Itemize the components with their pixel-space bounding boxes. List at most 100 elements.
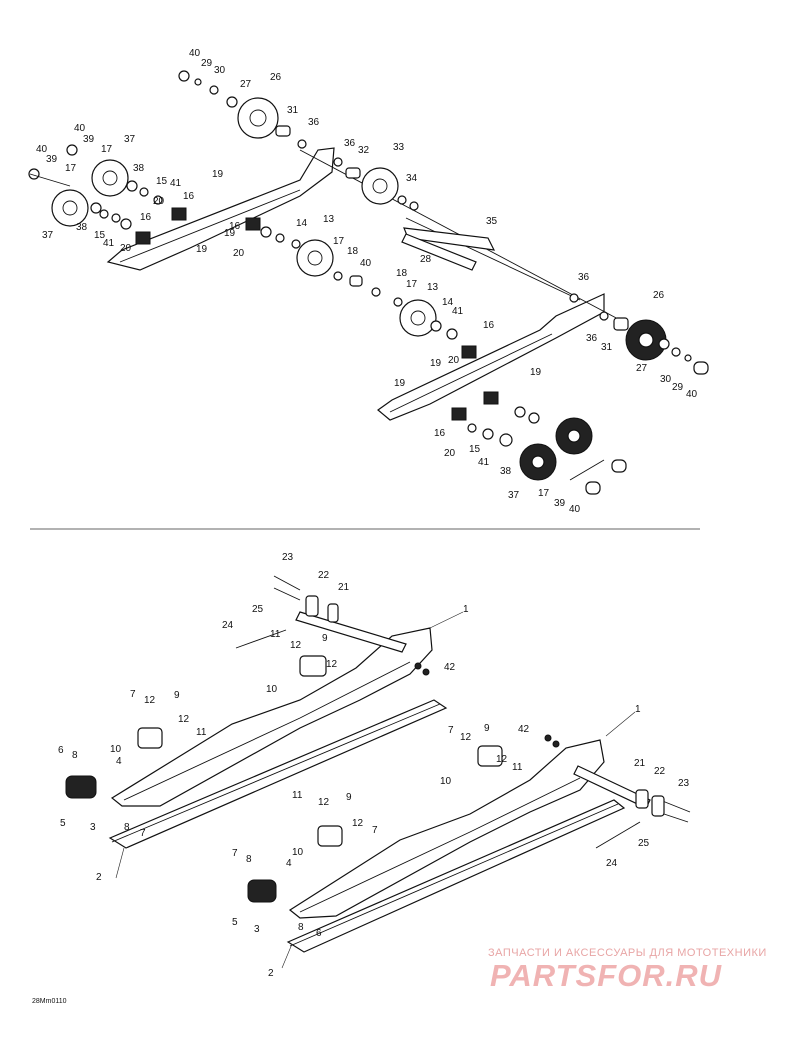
frame-rail-left bbox=[110, 627, 433, 807]
block-9c bbox=[477, 745, 503, 767]
leader-lines bbox=[115, 611, 636, 969]
part-label: 40 bbox=[360, 258, 372, 269]
part-label: 19 bbox=[212, 169, 224, 180]
part-label: 27 bbox=[636, 363, 648, 374]
part-label: 11 bbox=[270, 629, 281, 640]
part-label: 38 bbox=[76, 222, 88, 233]
wheel-17-left bbox=[91, 159, 129, 197]
part-label: 17 bbox=[333, 236, 345, 247]
part-label: 2 bbox=[96, 872, 102, 883]
part-label: 36 bbox=[578, 272, 590, 283]
part-label: 20 bbox=[153, 196, 165, 207]
part-label: 12 bbox=[326, 659, 338, 670]
part-label: 21 bbox=[338, 582, 350, 593]
wheel-13-top bbox=[296, 239, 334, 277]
part-label: 12 bbox=[496, 754, 508, 765]
part-label: 6 bbox=[58, 745, 64, 756]
part-label: 18 bbox=[347, 246, 359, 257]
part-label: 33 bbox=[393, 142, 405, 153]
figure-code: 28Mm0110 bbox=[32, 998, 67, 1005]
part-label: 11 bbox=[512, 762, 523, 773]
part-label: 42 bbox=[444, 662, 456, 673]
part-label: 18 bbox=[396, 268, 408, 279]
top-assembly: 40 29 30 27 26 31 36 40 39 37 17 38 15 4… bbox=[28, 48, 709, 515]
part-label: 14 bbox=[296, 218, 308, 229]
part-label: 7 bbox=[130, 689, 136, 700]
part-label: 12 bbox=[178, 714, 190, 725]
part-label: 34 bbox=[406, 173, 418, 184]
block-9d bbox=[317, 825, 343, 847]
wheel-17-right bbox=[555, 417, 593, 455]
part-label: 8 bbox=[72, 750, 78, 761]
watermark: ЗАПЧАСТИ И АКСЕССУАРЫ ДЛЯ МОТОТЕХНИКИ PA… bbox=[488, 947, 766, 993]
bottom-assembly bbox=[65, 575, 691, 953]
part-label: 36 bbox=[586, 333, 598, 344]
part-label: 28 bbox=[420, 254, 432, 265]
block-9b bbox=[137, 727, 163, 749]
part-label: 2 bbox=[268, 968, 274, 979]
part-label: 20 bbox=[120, 243, 132, 254]
part-label: 20 bbox=[444, 448, 456, 459]
part-label: 7 bbox=[140, 828, 146, 839]
part-label: 39 bbox=[46, 154, 58, 165]
part-label: 30 bbox=[660, 374, 672, 385]
part-label: 41 bbox=[478, 457, 490, 468]
part-label: 7 bbox=[372, 825, 378, 836]
part-label: 40 bbox=[686, 389, 698, 400]
part-label: 10 bbox=[440, 776, 452, 787]
part-label: 6 bbox=[316, 928, 322, 939]
part-label: 5 bbox=[60, 818, 66, 829]
part-label: 13 bbox=[323, 214, 335, 225]
part-label: 29 bbox=[201, 58, 213, 69]
wheel-37-left bbox=[51, 189, 89, 227]
part-label: 16 bbox=[183, 191, 195, 202]
part-label: 20 bbox=[448, 355, 460, 366]
part-label: 7 bbox=[232, 848, 238, 859]
part-label: 19 bbox=[394, 378, 406, 389]
part-label: 31 bbox=[601, 342, 613, 353]
part-label: 17 bbox=[538, 488, 550, 499]
part-label: 5 bbox=[232, 917, 238, 928]
part-label: 36 bbox=[308, 117, 320, 128]
part-label: 16 bbox=[483, 320, 495, 331]
part-label: 4 bbox=[116, 756, 122, 767]
part-label: 10 bbox=[110, 744, 122, 755]
wheel-26-top bbox=[237, 97, 279, 139]
stopper-5-right bbox=[247, 879, 277, 903]
part-label: 39 bbox=[83, 134, 95, 145]
part-label: 12 bbox=[318, 797, 330, 808]
part-label: 37 bbox=[508, 490, 520, 501]
part-label: 30 bbox=[214, 65, 226, 76]
part-label: 4 bbox=[286, 858, 292, 869]
part-label: 24 bbox=[606, 858, 618, 869]
part-label: 26 bbox=[653, 290, 665, 301]
part-label: 9 bbox=[346, 792, 352, 803]
hardware-top bbox=[28, 70, 709, 495]
right-rail-top bbox=[377, 293, 605, 421]
part-label: 31 bbox=[287, 105, 299, 116]
part-label: 23 bbox=[678, 778, 690, 789]
part-label: 8 bbox=[124, 822, 130, 833]
part-label: 16 bbox=[434, 428, 446, 439]
part-label: 36 bbox=[344, 138, 356, 149]
part-label: 41 bbox=[103, 238, 115, 249]
part-label: 12 bbox=[460, 732, 472, 743]
part-label: 38 bbox=[500, 466, 512, 477]
part-label: 38 bbox=[133, 163, 145, 174]
part-label: 17 bbox=[101, 144, 113, 155]
part-label: 40 bbox=[569, 504, 581, 515]
cross-shaft-left bbox=[295, 611, 407, 653]
part-label: 25 bbox=[638, 838, 650, 849]
part-label: 1 bbox=[635, 704, 641, 715]
wheel-13-right bbox=[399, 299, 437, 337]
wheel-37-right bbox=[519, 443, 557, 481]
wheel-33 bbox=[361, 167, 399, 205]
part-label: 10 bbox=[266, 684, 278, 695]
part-label: 26 bbox=[270, 72, 282, 83]
part-label: 13 bbox=[427, 282, 439, 293]
part-label: 23 bbox=[282, 552, 294, 563]
part-label: 12 bbox=[144, 695, 156, 706]
part-label: 11 bbox=[196, 727, 207, 738]
part-label: 14 bbox=[442, 297, 454, 308]
